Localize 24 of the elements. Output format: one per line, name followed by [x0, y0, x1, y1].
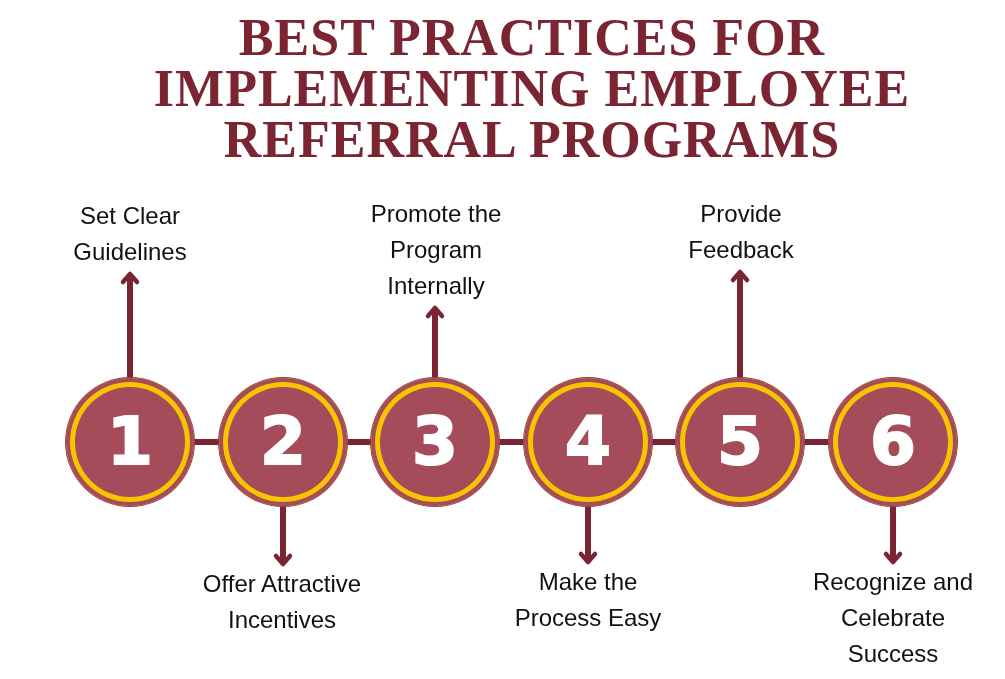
connector-line [499, 439, 524, 445]
arrow [273, 506, 293, 567]
step-label: Recognize and Celebrate Success [793, 564, 993, 672]
arrow [120, 271, 140, 378]
arrow [730, 269, 750, 378]
step-number: 3 [412, 409, 458, 475]
step-number: 1 [107, 409, 153, 475]
arrow [578, 506, 598, 565]
connector-line [804, 439, 829, 445]
arrow [425, 305, 445, 378]
step-label: Set Clear Guidelines [50, 198, 210, 270]
step-label: Provide Feedback [666, 196, 816, 268]
connector-line [194, 439, 219, 445]
step-label: Make the Process Easy [498, 564, 678, 636]
step-number: 2 [260, 409, 306, 475]
step-label: Promote the Program Internally [351, 196, 521, 304]
step-label: Offer Attractive Incentives [167, 566, 397, 638]
connector-line [347, 439, 371, 445]
arrow [883, 506, 903, 565]
step-number: 4 [565, 409, 611, 475]
title: BEST PRACTICES FOR IMPLEMENTING EMPLOYEE REFERRAL PROGRAMS [152, 12, 912, 165]
step-number: 6 [870, 409, 916, 475]
connector-line [652, 439, 676, 445]
step-number: 5 [717, 409, 763, 475]
